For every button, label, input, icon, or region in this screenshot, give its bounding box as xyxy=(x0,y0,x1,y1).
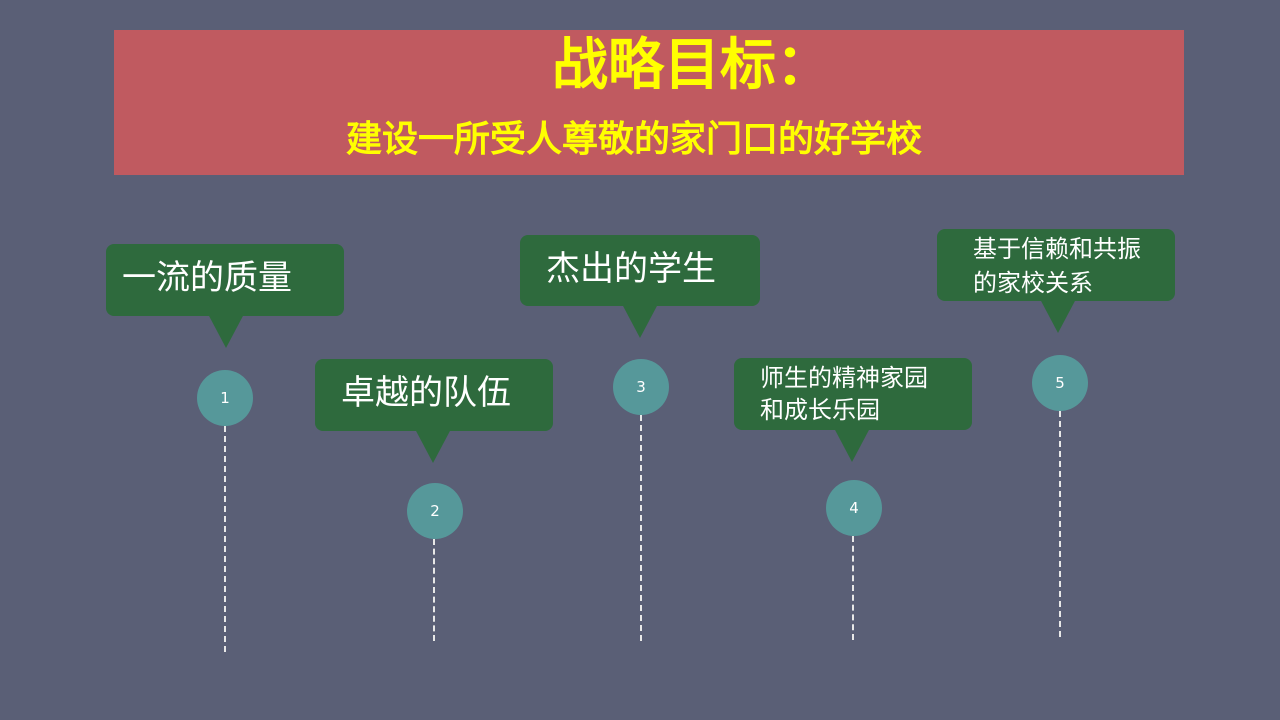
goal-2-label: 卓越的队伍 xyxy=(341,373,511,413)
goal-5-connector xyxy=(1059,411,1061,637)
goal-2-marker: 2 xyxy=(407,483,463,539)
goal-2-callout-tail xyxy=(415,429,451,463)
goal-2-callout: 卓越的队伍 xyxy=(315,359,553,463)
goal-3-callout: 杰出的学生 xyxy=(520,235,760,338)
goal-4-connector xyxy=(852,536,854,640)
goal-5-marker: 5 xyxy=(1032,355,1088,411)
goal-3-connector xyxy=(640,415,642,641)
goal-4-callout: 师生的精神家园 和成长乐园 xyxy=(734,358,972,462)
goal-4-callout-tail xyxy=(834,428,870,462)
title-banner: 战略目标： 建设一所受人尊敬的家门口的好学校 xyxy=(114,30,1184,175)
goal-5-label-line-2: 的家校关系 xyxy=(973,269,1093,297)
goal-1-marker: 1 xyxy=(197,370,253,426)
goal-2-connector xyxy=(433,539,435,641)
goal-1-callout-tail xyxy=(208,314,244,348)
goal-5-label-line-1: 基于信赖和共振 xyxy=(973,235,1141,263)
goal-4-marker: 4 xyxy=(826,480,882,536)
goal-3-label: 杰出的学生 xyxy=(546,249,716,289)
goal-4-label-line-1: 师生的精神家园 xyxy=(760,364,928,392)
goal-1-label: 一流的质量 xyxy=(122,258,292,298)
banner-subtitle: 建设一所受人尊敬的家门口的好学校 xyxy=(345,119,922,160)
goal-4-label-line-2: 和成长乐园 xyxy=(760,396,880,424)
goal-1-connector xyxy=(224,426,226,652)
goal-5-callout: 基于信赖和共振 的家校关系 xyxy=(937,229,1175,333)
banner-title: 战略目标： xyxy=(552,33,832,98)
goal-3-marker: 3 xyxy=(613,359,669,415)
goal-3-callout-tail xyxy=(622,304,658,338)
goal-1-callout: 一流的质量 xyxy=(106,244,344,348)
goal-5-callout-tail xyxy=(1040,299,1076,333)
